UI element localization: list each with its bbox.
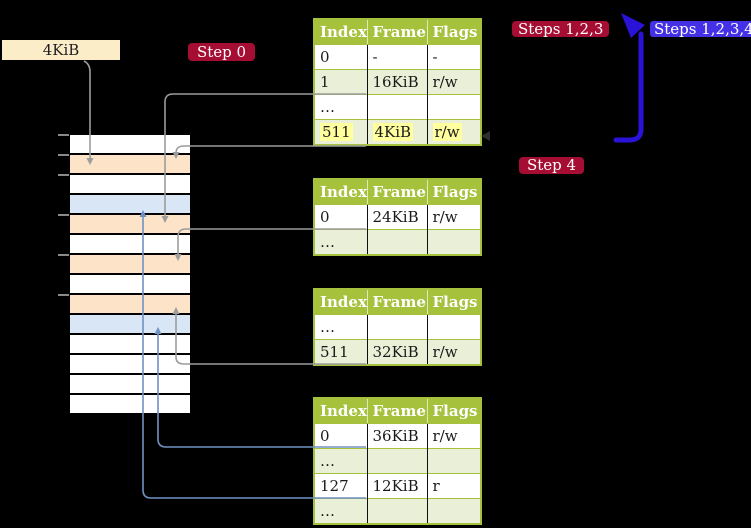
entry511-left-arrowhead: [481, 131, 490, 141]
step-0-badge: Step 0: [188, 43, 256, 61]
arrow-l4-entry511-to-frame-4kib: [172, 145, 366, 159]
flags-cell: r/w: [427, 339, 481, 365]
memory-frame-row: [70, 255, 190, 275]
memory-frame-row: [70, 375, 190, 395]
frame-cell: [367, 94, 428, 120]
flags-cell: r/w: [427, 119, 481, 145]
column-header: Flags: [427, 179, 481, 205]
table-row-recursive-entry: 511 4KiB r/w: [314, 119, 481, 145]
table-row: 0 36KiB r/w: [314, 423, 481, 449]
table-row: 0 - -: [314, 44, 481, 70]
flags-cell: [427, 314, 481, 340]
index-cell: 127: [314, 473, 368, 499]
memory-frame-row: [70, 195, 190, 215]
frame-cell: [367, 498, 428, 524]
table-row: 0 24KiB r/w: [314, 204, 481, 230]
memory-frame-row: [70, 155, 190, 175]
column-header: Flags: [427, 398, 481, 424]
index-cell: 511: [314, 119, 368, 145]
table-row: …: [314, 498, 481, 524]
column-header: Index: [314, 179, 368, 205]
memory-frame-row: [70, 275, 190, 295]
flags-cell: r/w: [427, 69, 481, 95]
index-cell: 0: [314, 204, 368, 230]
memory-frame-row: [70, 355, 190, 375]
table-header-row: Index Frame Flags: [314, 398, 481, 424]
index-cell: 0: [314, 423, 368, 449]
memory-frame-row: [70, 295, 190, 315]
flags-cell: r: [427, 473, 481, 499]
steps-1234-badge: Steps 1,2,3,4: [650, 21, 751, 37]
index-cell: …: [314, 94, 368, 120]
page-table-level-1: Index Frame Flags 0 36KiB r/w … 127 12Ki…: [313, 397, 482, 525]
memory-frame-row: [70, 175, 190, 195]
frame-cell: 32KiB: [367, 339, 428, 365]
index-cell: …: [314, 229, 368, 255]
index-cell: 511: [314, 339, 368, 365]
memory-frame-row: [70, 215, 190, 235]
table-header-row: Index Frame Flags: [314, 179, 481, 205]
flags-cell: r/w: [427, 204, 481, 230]
frame-cell: [367, 229, 428, 255]
memory-frame-row: [70, 135, 190, 155]
flags-cell: [427, 94, 481, 120]
index-cell: 0: [314, 44, 368, 70]
frame-4kib-label: 4KiB: [2, 40, 120, 60]
flags-cell: [427, 448, 481, 474]
frame-cell: 4KiB: [367, 119, 428, 145]
column-header: Flags: [427, 289, 481, 315]
frame-cell: [367, 314, 428, 340]
frame-cell: 24KiB: [367, 204, 428, 230]
page-table-level-3: Index Frame Flags 0 24KiB r/w …: [313, 178, 482, 256]
index-cell: …: [314, 498, 368, 524]
column-header: Frame: [367, 398, 428, 424]
table-header-row: Index Frame Flags: [314, 289, 481, 315]
steps-123-badge: Steps 1,2,3: [512, 21, 610, 37]
table-row: 1 16KiB r/w: [314, 69, 481, 95]
page-table-level-2: Index Frame Flags … 511 32KiB r/w: [313, 288, 482, 366]
column-header: Index: [314, 289, 368, 315]
index-cell: 1: [314, 69, 368, 95]
highlighted-value: 511: [320, 123, 353, 141]
column-header: Frame: [367, 179, 428, 205]
recursive-loop-arrowhead: [621, 13, 645, 38]
frame-cell: -: [367, 44, 428, 70]
table-row: …: [314, 448, 481, 474]
frame-cell: 16KiB: [367, 69, 428, 95]
frame-cell: 36KiB: [367, 423, 428, 449]
table-row: …: [314, 94, 481, 120]
column-header: Frame: [367, 289, 428, 315]
frame-cell: [367, 448, 428, 474]
highlighted-value: r/w: [432, 123, 462, 141]
table-row: 511 32KiB r/w: [314, 339, 481, 365]
index-cell: …: [314, 314, 368, 340]
table-row: …: [314, 229, 481, 255]
memory-ticks: [58, 134, 69, 296]
memory-frame-row: [70, 395, 190, 415]
table-row: …: [314, 314, 481, 340]
step-4-badge: Step 4: [519, 157, 585, 174]
physical-memory-column: [70, 135, 190, 415]
column-header: Frame: [367, 19, 428, 45]
memory-frame-row: [70, 315, 190, 335]
recursive-loop-arrow: [613, 31, 644, 143]
flags-cell: r/w: [427, 423, 481, 449]
table-header-row: Index Frame Flags: [314, 19, 481, 45]
column-header: Index: [314, 398, 368, 424]
flags-cell: [427, 498, 481, 524]
table-row: 127 12KiB r: [314, 473, 481, 499]
page-table-level-4: Index Frame Flags 0 - - 1 16KiB r/w … 51…: [313, 18, 482, 146]
column-header: Flags: [427, 19, 481, 45]
frame-cell: 12KiB: [367, 473, 428, 499]
flags-cell: [427, 229, 481, 255]
column-header: Index: [314, 19, 368, 45]
memory-frame-row: [70, 235, 190, 255]
index-cell: …: [314, 448, 368, 474]
highlighted-value: 4KiB: [372, 123, 414, 141]
flags-cell: -: [427, 44, 481, 70]
memory-frame-row: [70, 335, 190, 355]
